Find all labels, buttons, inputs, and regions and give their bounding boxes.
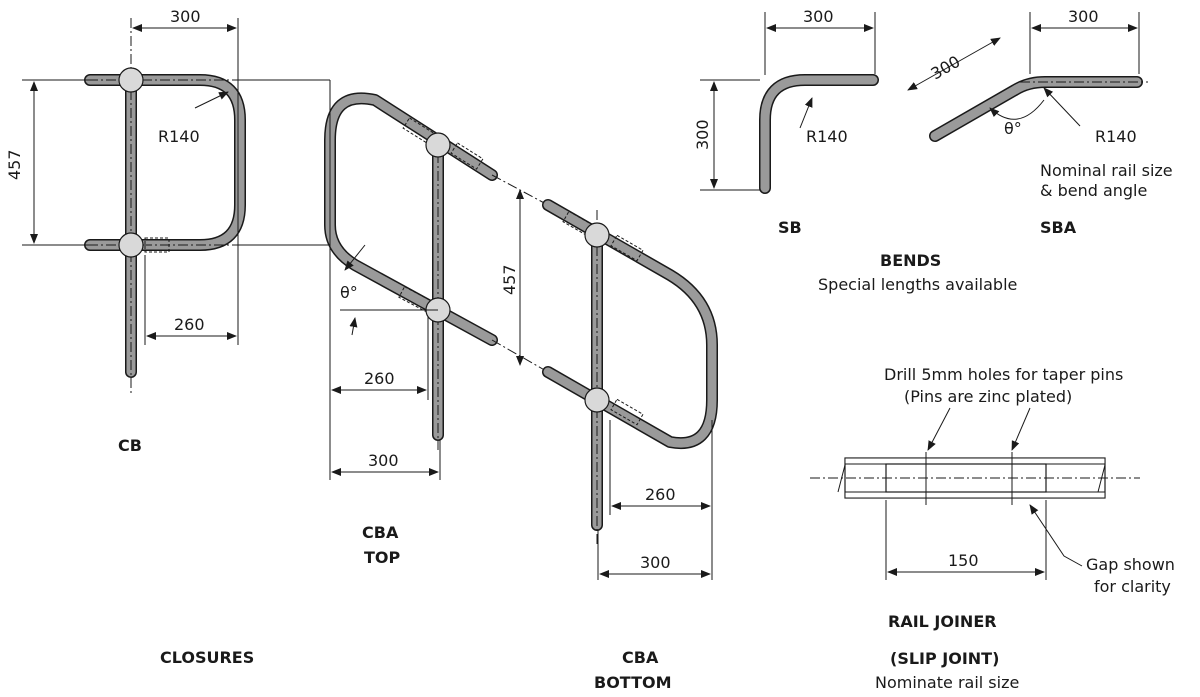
sba-label: SBA xyxy=(1040,218,1077,237)
cba-bottom-label-2: BOTTOM xyxy=(594,673,672,692)
rail-joiner: Drill 5mm holes for taper pins (Pins are… xyxy=(810,365,1175,596)
cba-bottom-dim-300: 300 xyxy=(640,553,671,572)
cba-top-label-1: CBA xyxy=(362,523,399,542)
cba-bottom-knuckle-bottom xyxy=(584,387,610,413)
cba-top-closure: θ° 260 300 xyxy=(240,79,498,480)
cba-top-angle: θ° xyxy=(340,283,358,302)
cba-bottom-closure: 457 260 300 xyxy=(500,189,718,580)
cb-dim-height: 457 xyxy=(5,149,24,180)
sb-dim-width: 300 xyxy=(803,7,834,26)
sba-bend: 300 300 θ° R140 Nominal rail size & bend… xyxy=(907,7,1173,200)
cba-bottom-knuckle-top xyxy=(584,222,610,248)
sba-dim-top: 300 xyxy=(1068,7,1099,26)
sba-radius: R140 xyxy=(1095,127,1137,146)
joiner-drill-2: (Pins are zinc plated) xyxy=(904,387,1072,406)
bends-subtitle: Special lengths available xyxy=(818,275,1017,294)
joiner-gap-2: for clarity xyxy=(1094,577,1171,596)
cb-knuckle-top xyxy=(118,67,144,93)
cba-top-label-2: TOP xyxy=(364,548,401,567)
joiner-gap-1: Gap shown xyxy=(1086,555,1175,574)
sba-note-2: & bend angle xyxy=(1040,181,1147,200)
cba-top-dim-260: 260 xyxy=(364,369,395,388)
sb-radius: R140 xyxy=(806,127,848,146)
sb-bend: 300 300 R140 xyxy=(693,7,879,194)
cb-knuckle-bottom xyxy=(118,232,144,258)
cba-top-dim-300: 300 xyxy=(368,451,399,470)
sba-dim-slope: 300 xyxy=(928,52,964,84)
sb-dim-height: 300 xyxy=(693,119,712,150)
cba-bottom-dim-457: 457 xyxy=(500,264,519,295)
cb-dim-top: 300 xyxy=(170,7,201,26)
joiner-dim-length: 150 xyxy=(948,551,979,570)
joiner-title-1: RAIL JOINER xyxy=(888,612,997,631)
cba-bottom-dim-260: 260 xyxy=(645,485,676,504)
sba-angle: θ° xyxy=(1004,119,1022,138)
joiner-drill-1: Drill 5mm holes for taper pins xyxy=(884,365,1123,384)
bends-title: BENDS xyxy=(880,251,941,270)
closures-title: CLOSURES xyxy=(160,648,254,667)
cb-dim-bottom: 260 xyxy=(174,315,205,334)
sba-note-1: Nominal rail size xyxy=(1040,161,1173,180)
joiner-subtitle: Nominate rail size xyxy=(875,673,1019,692)
cb-closure: 300 457 R140 260 xyxy=(5,7,250,395)
cb-label: CB xyxy=(118,436,142,455)
sb-label: SB xyxy=(778,218,802,237)
cba-top-knuckle-top xyxy=(425,132,451,158)
joiner-title-2: (SLIP JOINT) xyxy=(890,649,999,668)
cb-radius: R140 xyxy=(158,127,200,146)
cba-bottom-label-1: CBA xyxy=(622,648,659,667)
